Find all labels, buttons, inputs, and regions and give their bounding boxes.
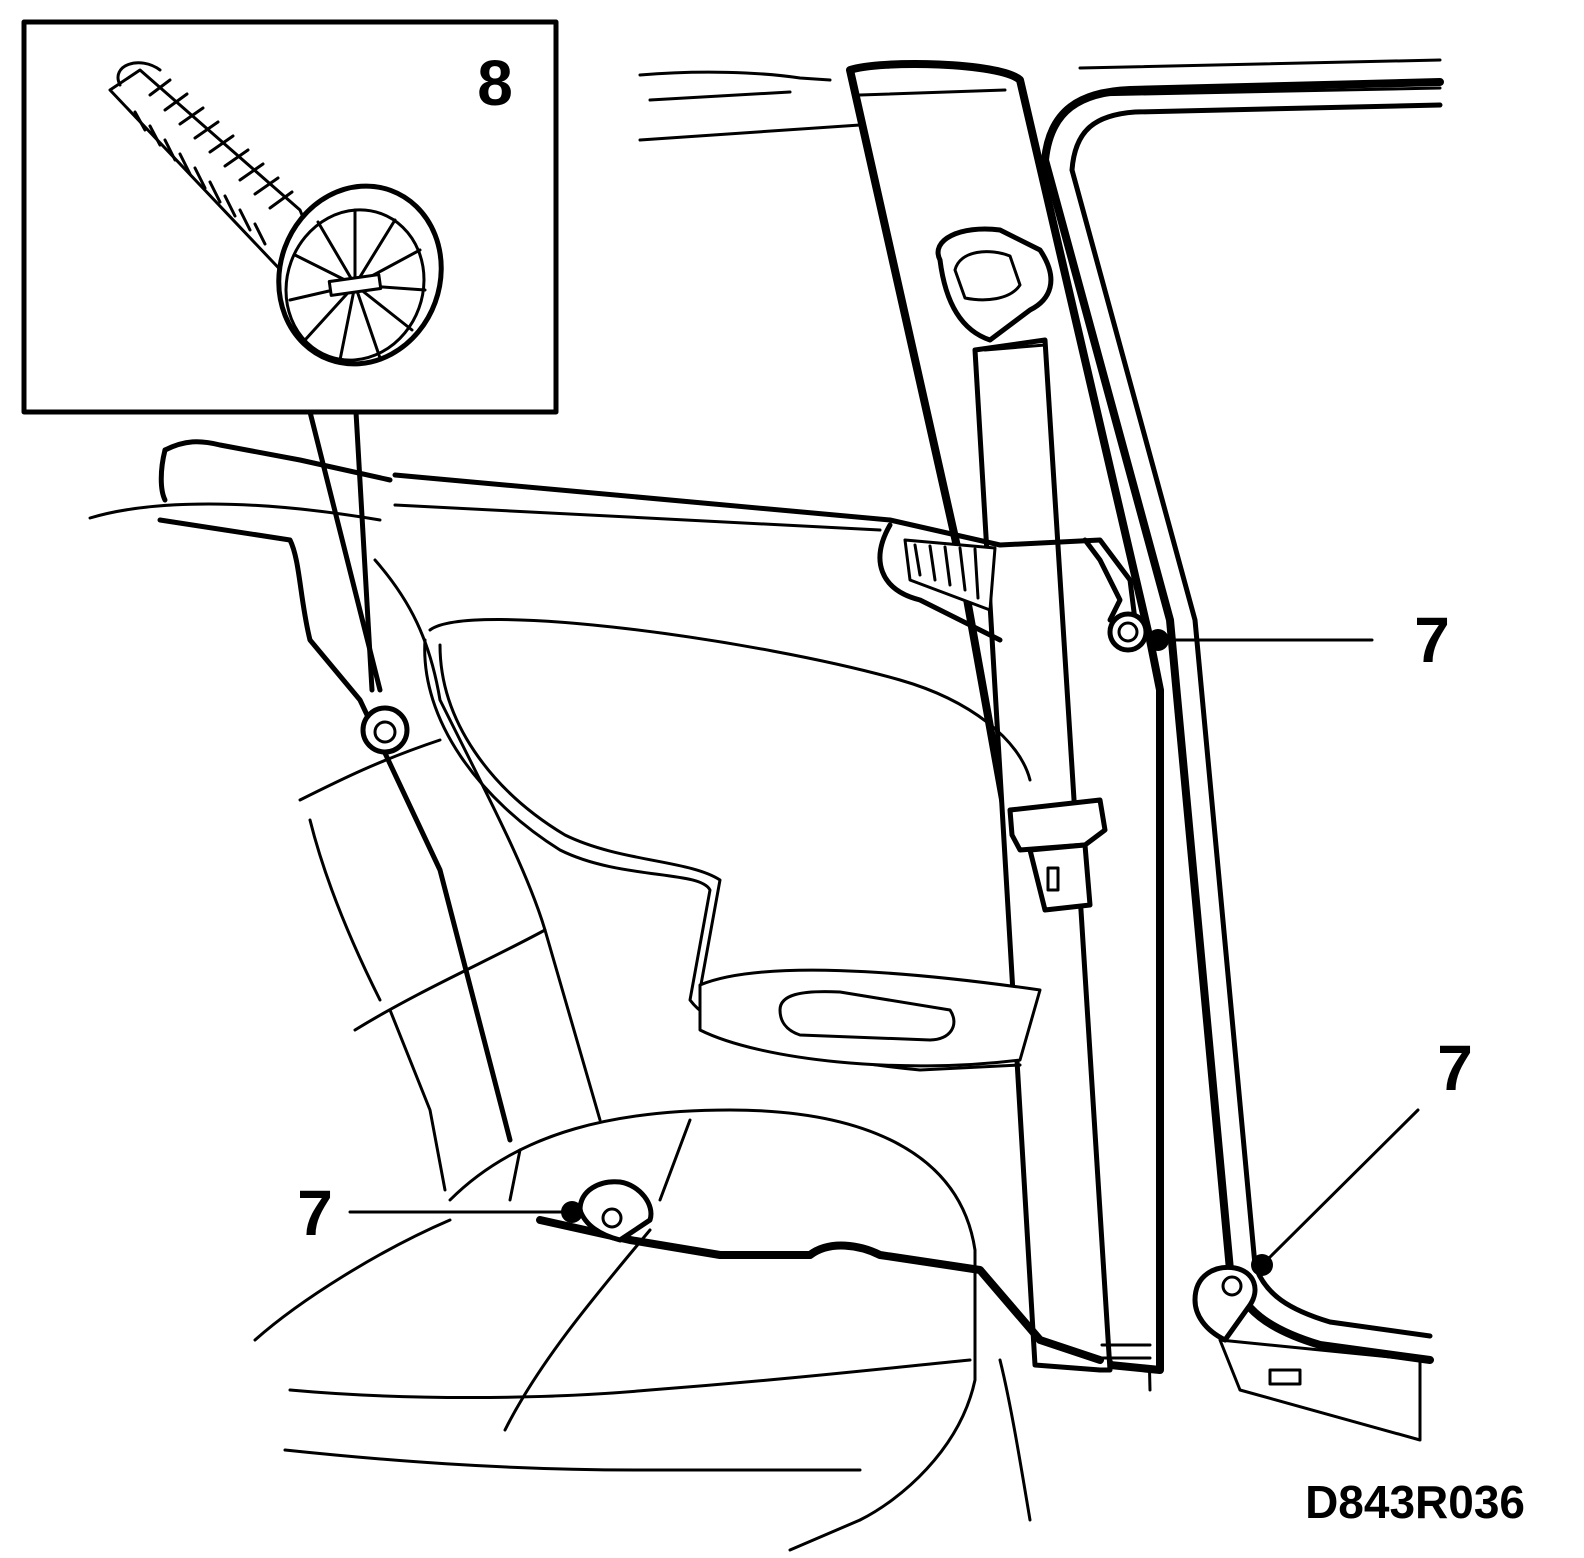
callout-label-8: 8 [477,47,513,119]
b-pillar-trim [846,60,1164,1374]
callout-label-7-lower-right: 7 [1437,1032,1473,1104]
rear-seat [88,439,1104,1552]
fastener-screw-icon [360,611,1258,1343]
inset-panel: 8 [21,19,559,693]
push-rivet-clip-icon [108,61,444,367]
roof-lining [638,58,1442,142]
inset-leader-right [353,409,375,693]
door-panel [392,472,1422,1442]
callout-label-7-upper-right: 7 [1414,604,1450,676]
callout-group-7: 7 7 7 [297,604,1473,1276]
callout-label-7-lower-left: 7 [297,1177,333,1249]
figure-code: D843R036 [1305,1476,1525,1528]
callout-leader-lower-right [1260,1108,1420,1267]
